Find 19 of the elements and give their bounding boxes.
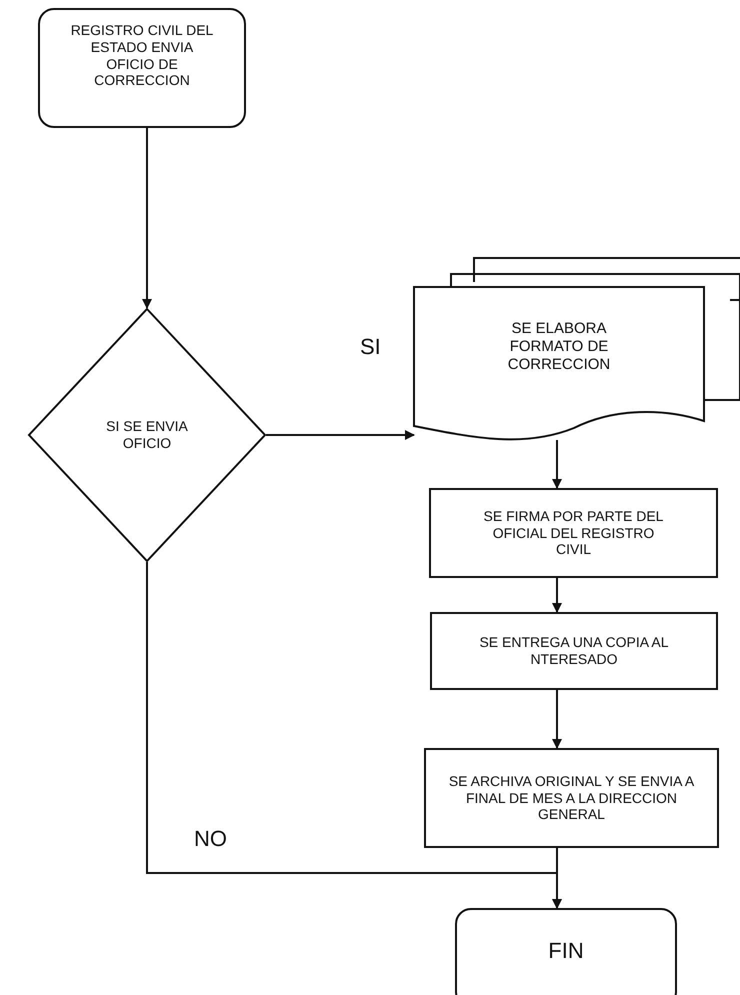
node-text: SE FIRMA POR PARTE DEL OFICIAL DEL REGISTRO CIVIL: [482, 508, 664, 558]
terminal-box: [38, 8, 246, 128]
node-text: SE ENTREGA UNA COPIA AL NTERESADO: [478, 634, 670, 668]
node-text: SI SE ENVIA OFICIO: [105, 418, 189, 452]
node-text: FIN: [548, 937, 584, 964]
node-text: SE ELABORA FORMATO DE CORRECCION: [506, 320, 612, 374]
process-box: [429, 488, 718, 578]
node-text: SE ARCHIVA ORIGINAL Y SE ENVIA A FINAL DE MES A LA DIRECCION GENERAL: [448, 772, 696, 824]
arrow: [552, 690, 562, 749]
arrow: [552, 440, 562, 489]
process-box: [424, 748, 719, 848]
decision-diamond: [28, 308, 266, 562]
arrow: [142, 128, 152, 309]
process-box: [430, 612, 718, 690]
terminal-box: [455, 908, 677, 995]
arrow: [146, 562, 562, 909]
arrow: [552, 578, 562, 613]
arrow: [266, 430, 415, 440]
node-text: REGISTRO CIVIL DEL ESTADO ENVIA OFICIO DE CORRECCION: [70, 21, 214, 90]
